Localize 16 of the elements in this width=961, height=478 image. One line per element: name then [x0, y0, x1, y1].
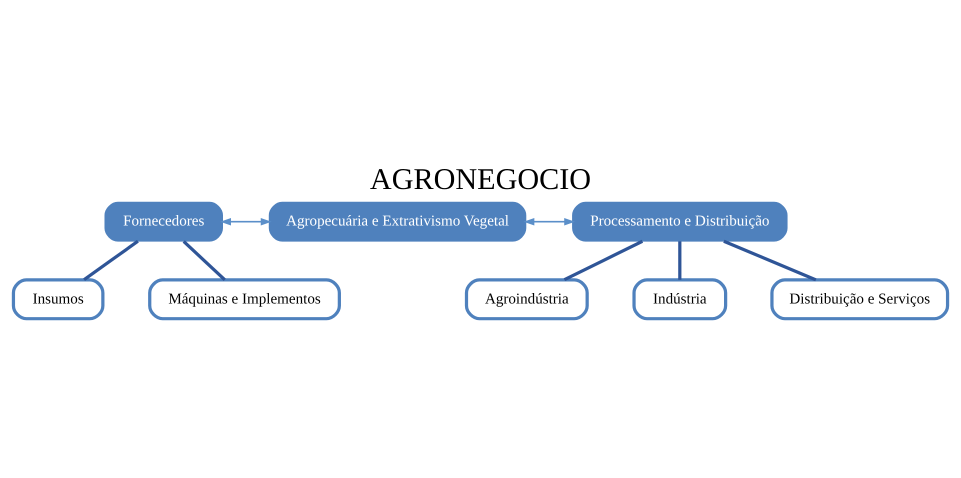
arrow	[524, 217, 576, 225]
node-box: Fornecedores	[104, 201, 223, 242]
node-box: Agroindústria	[464, 278, 589, 320]
connector	[83, 239, 139, 281]
connector	[678, 240, 682, 280]
node-box: Máquinas e Implementos	[148, 278, 341, 320]
node-box: Distribuição e Serviços	[770, 278, 950, 320]
node-box: Indústria	[632, 278, 728, 320]
node-box: Agropecuária e Extrativismo Vegetal	[268, 201, 526, 242]
connector	[723, 239, 816, 281]
connector	[182, 240, 226, 280]
connector	[564, 239, 644, 281]
diagram-title: AGRONEGOCIO	[370, 161, 592, 196]
node-box: Insumos	[12, 278, 104, 320]
node-box: Processamento e Distribuição	[572, 201, 788, 242]
arrow	[220, 217, 272, 225]
